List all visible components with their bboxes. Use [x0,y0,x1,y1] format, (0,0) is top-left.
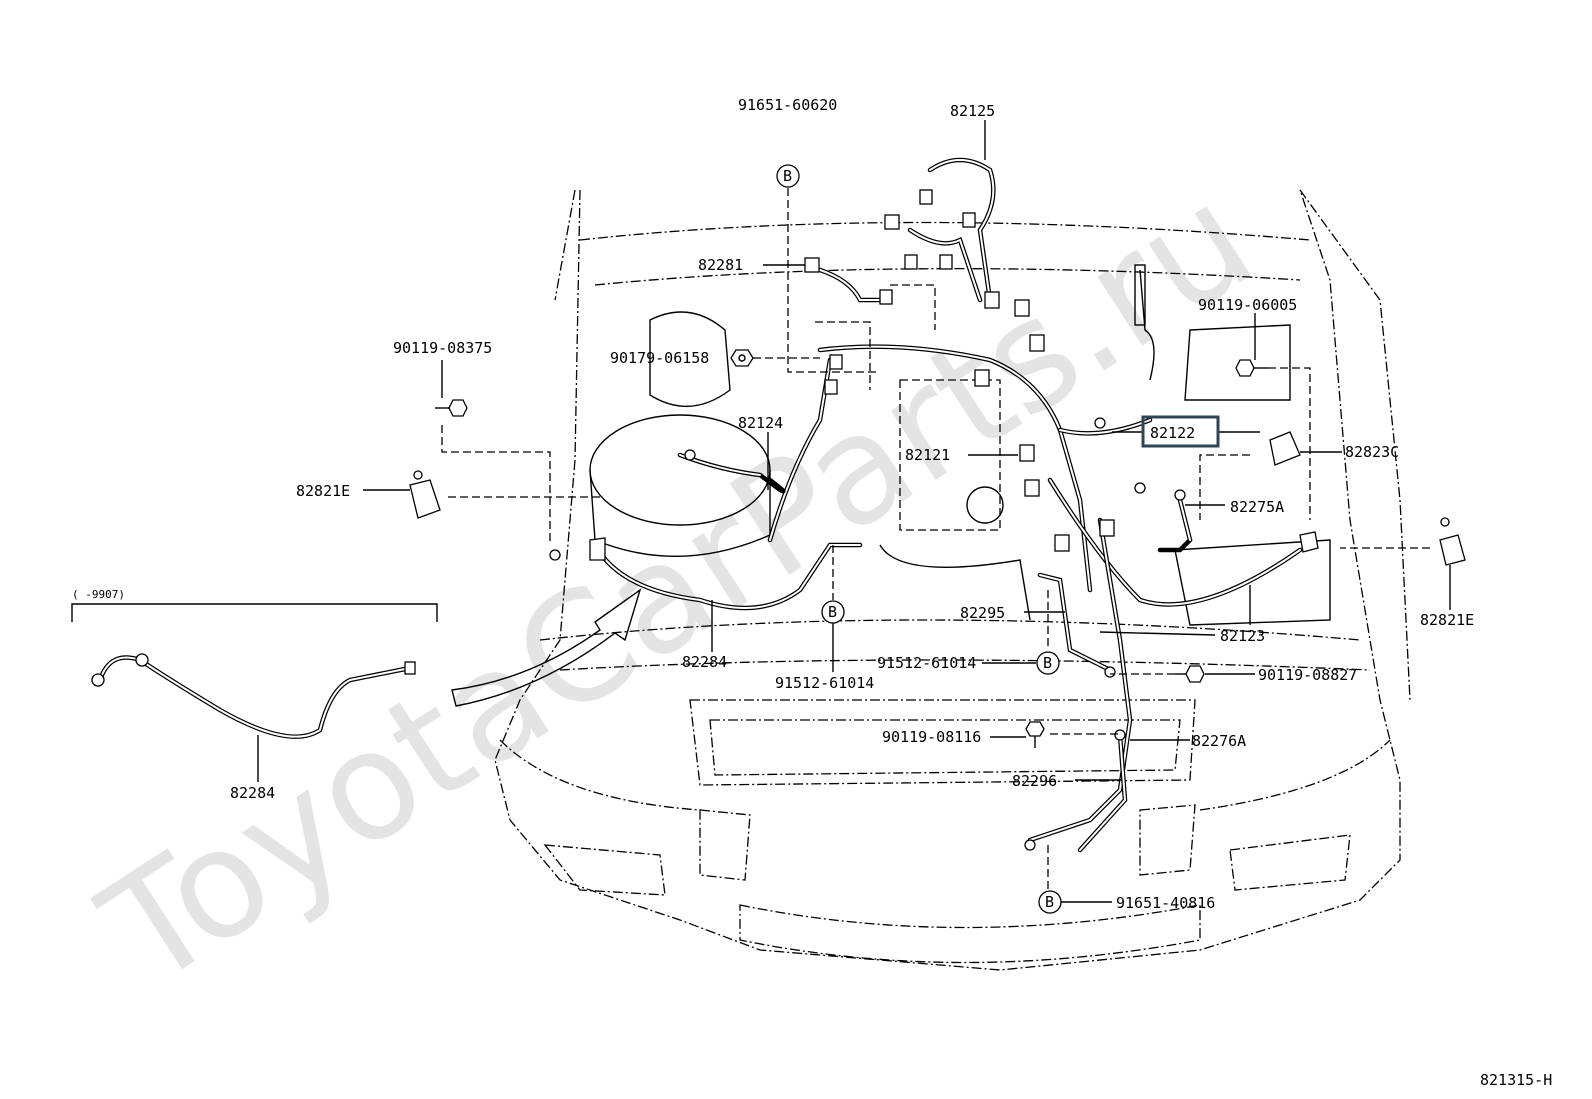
bolt-icon-90119-08116 [1025,721,1045,748]
wire-harness [592,157,1303,853]
diagram-code: 821315-H [1480,1071,1552,1089]
bolt-icon-90119-06005 [1235,359,1268,377]
svg-text:B: B [828,603,837,621]
label-82284-inset[interactable]: 82284 [230,784,275,802]
vehicle-outline [494,189,1411,971]
marker-b-bottom: B [1038,890,1062,914]
inset-panel: ( -9907) [71,588,438,782]
part-labels: 82125 91651-60620 82281 90119-06005 9011… [230,96,1474,912]
leader-lines [363,120,1451,903]
svg-text:B: B [783,167,792,185]
label-82275A[interactable]: 82275A [1230,498,1284,516]
fasteners [435,349,1268,748]
label-91512-61014-a[interactable]: 91512-61014 [877,654,976,672]
inset-arrow [451,588,642,707]
label-90119-08375[interactable]: 90119-08375 [393,339,492,357]
label-91512-61014-b[interactable]: 91512-61014 [775,674,874,692]
label-90119-06005[interactable]: 90119-06005 [1198,296,1297,314]
label-82296[interactable]: 82296 [1012,772,1057,790]
label-82284-main[interactable]: 82284 [682,653,727,671]
label-82122[interactable]: 82122 [1150,424,1195,442]
label-82281[interactable]: 82281 [698,256,743,274]
label-90179-06158[interactable]: 90179-06158 [610,349,709,367]
label-82124[interactable]: 82124 [738,414,783,432]
svg-text:B: B [1045,893,1054,911]
highlight-box-82122 [1141,415,1220,448]
reference-markers: B B B B [776,164,1062,914]
marker-b-top: B [776,164,800,188]
svg-text:B: B [1043,654,1052,672]
bolt-icon-90119-08375 [435,399,468,417]
engine-bay-components [589,264,1331,626]
label-82821E-left[interactable]: 82821E [296,482,350,500]
watermark: ToyotaCarParts.ru [74,152,1282,1021]
inset-range-label: ( -9907) [72,588,125,601]
reference-lines [441,188,1430,890]
label-90119-08827[interactable]: 90119-08827 [1258,666,1357,684]
label-91651-40816[interactable]: 91651-40816 [1116,894,1215,912]
label-82125[interactable]: 82125 [950,102,995,120]
label-82823C[interactable]: 82823C [1345,443,1399,461]
label-82121[interactable]: 82121 [905,446,950,464]
marker-b-right: B [1036,651,1060,675]
label-82821E-right[interactable]: 82821E [1420,611,1474,629]
label-82276A[interactable]: 82276A [1192,732,1246,750]
marker-b-mid: B [821,600,845,624]
label-91651-60620[interactable]: 91651-60620 [738,96,837,114]
clip-parts [409,431,1466,566]
label-90119-08116[interactable]: 90119-08116 [882,728,981,746]
nut-icon-90179-06158 [730,349,754,367]
label-82295[interactable]: 82295 [960,604,1005,622]
harness-connectors [549,189,1186,851]
bolt-icon-90119-08827 [1175,665,1205,683]
label-82123[interactable]: 82123 [1220,627,1265,645]
